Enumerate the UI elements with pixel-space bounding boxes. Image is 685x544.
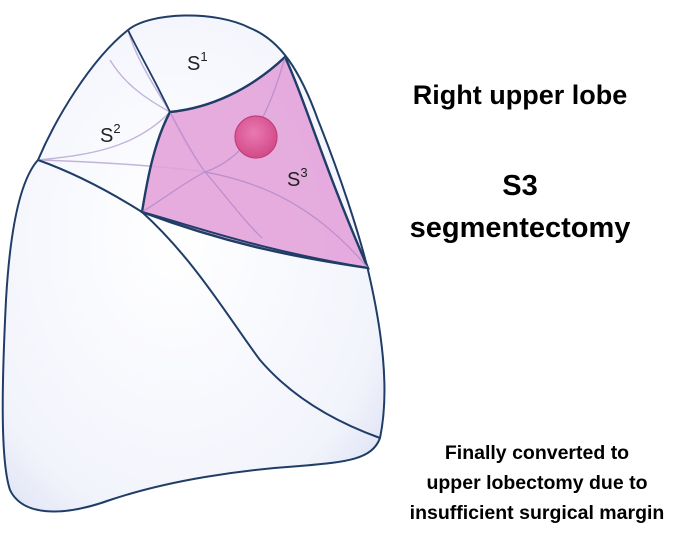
lung-outline	[1, 14, 386, 513]
segment-label-s1: S1	[187, 49, 208, 75]
segment-label-s2: S2	[100, 121, 121, 147]
segment-label-s2-sup: 2	[113, 121, 120, 136]
segment-label-s1-base: S	[187, 53, 200, 75]
outcome-note-line-2: upper lobectomy due to	[426, 472, 648, 494]
procedure-line-2: segmentectomy	[409, 212, 631, 244]
s1-boundary	[127, 29, 286, 113]
tumor-nodule	[234, 115, 278, 159]
segment-label-s2-base: S	[100, 125, 113, 147]
lobe-title: Right upper lobe	[412, 80, 628, 110]
procedure-title: S3 segmentectomy	[370, 165, 670, 249]
oblique-fissure	[141, 211, 381, 439]
segment-label-s3-base: S	[287, 169, 300, 191]
outcome-note-line-3: insufficient surgical margin	[409, 502, 665, 524]
procedure-line-1: S3	[502, 170, 538, 202]
segment-label-s1-sup: 1	[200, 49, 207, 64]
outcome-note-line-1: Finally converted to	[444, 442, 630, 464]
upper-lobe-boundary	[37, 159, 369, 269]
segment-label-s3: S3	[287, 165, 308, 191]
outcome-note: Finally converted to upper lobectomy due…	[392, 438, 682, 528]
segment-label-s3-sup: 3	[300, 165, 307, 180]
